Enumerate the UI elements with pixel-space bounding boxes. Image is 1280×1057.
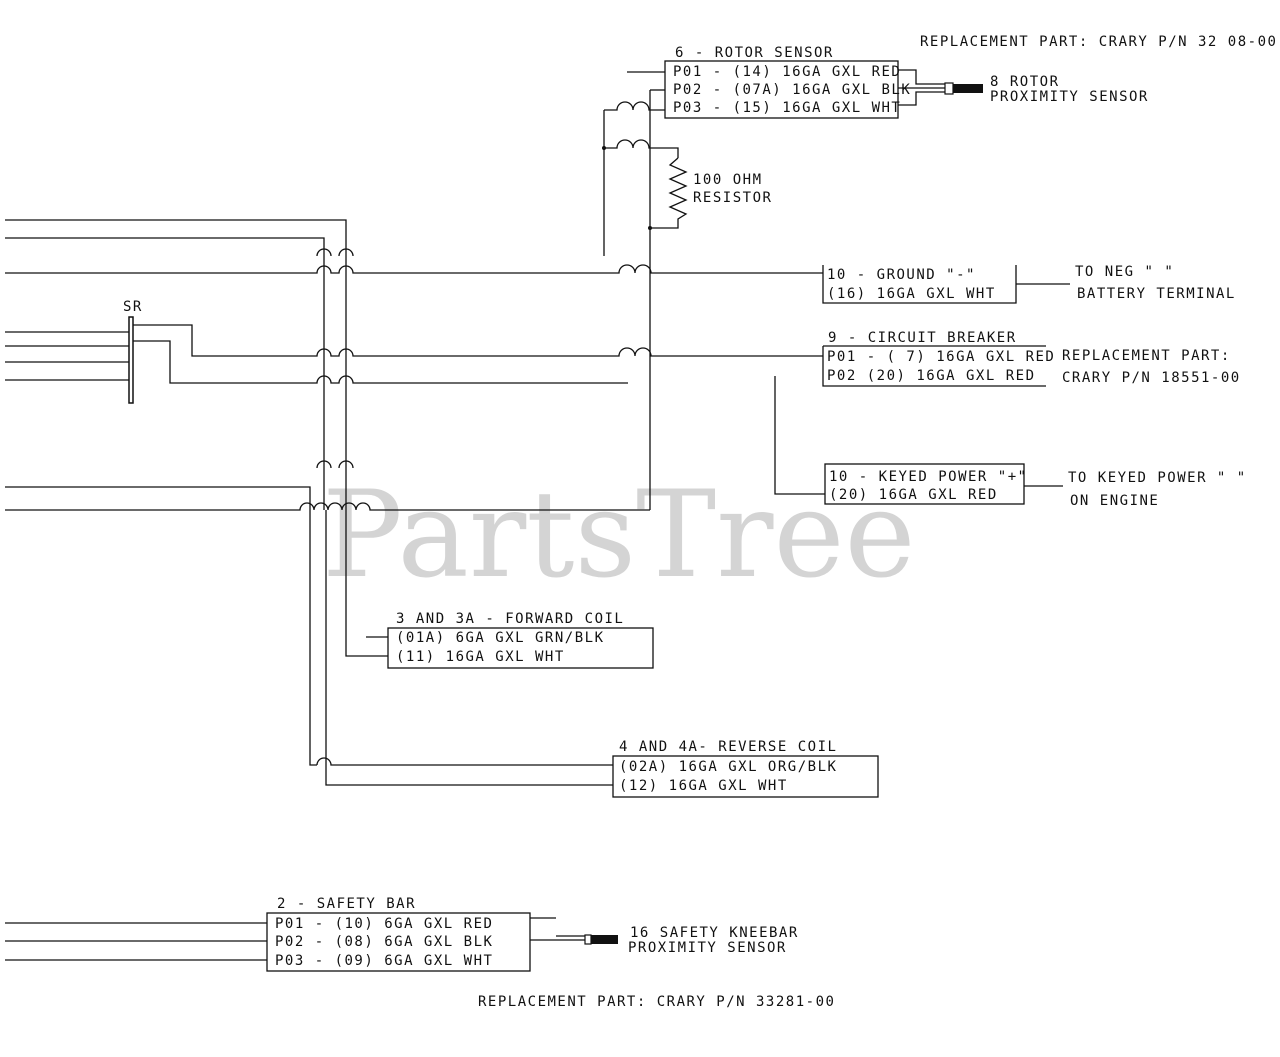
circuit-breaker-pin-1: P01 - ( 7) 16GA GXL RED: [827, 349, 1055, 365]
safety-bar-connector: [266, 912, 531, 972]
rotor-sensor-pin-3: P03 - (15) 16GA GXL WHT: [673, 100, 901, 116]
ground-block: 10 - GROUND "-" (16) 16GA GXL WHT TO NEG…: [822, 264, 1236, 304]
safety-bar-block: 2 - SAFETY BAR P01 - (10) 6GA GXL RED P0…: [5, 896, 835, 1010]
reverse-coil-pin-1: (02A) 16GA GXL ORG/BLK: [619, 759, 837, 775]
forward-coil-connector: [387, 627, 654, 669]
rotor-proximity-sensor-icon: [953, 84, 983, 93]
circuit-breaker-replacement-1: REPLACEMENT PART:: [1062, 348, 1231, 364]
keyed-power-dest-1: TO KEYED POWER " ": [1068, 470, 1247, 486]
rotor-sensor-title: 6 - ROTOR SENSOR: [675, 45, 834, 61]
circuit-breaker-pin-2: P02 (20) 16GA GXL RED: [827, 368, 1036, 384]
rotor-sensor-replacement: REPLACEMENT PART: CRARY P/N 32 08-00: [920, 34, 1277, 50]
ground-dest-line-2: BATTERY TERMINAL: [1077, 286, 1236, 302]
keyed-power-line-1: 10 - KEYED POWER "+": [829, 469, 1028, 485]
keyed-power-connector: [824, 463, 1025, 505]
rotor-sensor-block: 6 - ROTOR SENSOR P01 - (14) 16GA GXL RED…: [627, 34, 1277, 119]
forward-coil-pin-2: (11) 16GA GXL WHT: [396, 649, 565, 665]
ground-line-1: 10 - GROUND "-": [827, 267, 976, 283]
circuit-breaker-title: 9 - CIRCUIT BREAKER: [828, 330, 1017, 346]
rotor-sensor-pin-1: P01 - (14) 16GA GXL RED: [673, 64, 901, 80]
reverse-coil-block: 4 AND 4A- REVERSE COIL (02A) 16GA GXL OR…: [612, 739, 879, 798]
circuit-breaker-block: 9 - CIRCUIT BREAKER P01 - ( 7) 16GA GXL …: [822, 330, 1241, 387]
reverse-coil-connector: [612, 755, 879, 798]
resistor-label-line-1: 100 OHM: [693, 172, 763, 188]
safety-bar-title: 2 - SAFETY BAR: [277, 896, 416, 912]
watermark: PartsTree: [322, 466, 916, 605]
keyed-power-dest-2: ON ENGINE: [1070, 493, 1159, 509]
forward-coil-block: 3 AND 3A - FORWARD COIL (01A) 6GA GXL GR…: [387, 611, 654, 669]
ground-line-2: (16) 16GA GXL WHT: [827, 286, 996, 302]
resistor-block: 100 OHM RESISTOR: [602, 89, 772, 510]
reverse-coil-title: 4 AND 4A- REVERSE COIL: [619, 739, 837, 755]
safety-bar-pin-2: P02 - (08) 6GA GXL BLK: [275, 934, 493, 950]
forward-coil-title: 3 AND 3A - FORWARD COIL: [396, 611, 624, 627]
circuit-breaker-replacement-2: CRARY P/N 18551-00: [1062, 370, 1241, 386]
forward-coil-pin-1: (01A) 6GA GXL GRN/BLK: [396, 630, 605, 646]
resistor-label-line-2: RESISTOR: [693, 190, 772, 206]
sr-connector: [128, 316, 134, 404]
safety-bar-replacement: REPLACEMENT PART: CRARY P/N 33281-00: [478, 994, 835, 1010]
rotor-sensor-pin-2: P02 - (07A) 16GA GXL BLK: [673, 82, 911, 98]
rotor-sensor-device-line-1: 8 ROTOR: [990, 74, 1060, 90]
safety-bar-device-line-2: PROXIMITY SENSOR: [628, 940, 787, 956]
sr-label: SR: [123, 299, 143, 315]
kneebar-proximity-sensor-icon: [591, 935, 618, 944]
ground-dest-line-1: TO NEG " ": [1075, 264, 1174, 280]
safety-bar-pin-1: P01 - (10) 6GA GXL RED: [275, 916, 493, 932]
harness-wires: SR: [5, 219, 825, 786]
resistor-zigzag-icon: [650, 157, 688, 229]
rotor-sensor-device-line-2: PROXIMITY SENSOR: [990, 89, 1149, 105]
reverse-coil-pin-2: (12) 16GA GXL WHT: [619, 778, 788, 794]
safety-bar-device-line-1: 16 SAFETY KNEEBAR: [630, 925, 799, 941]
safety-bar-pin-3: P03 - (09) 6GA GXL WHT: [275, 953, 493, 969]
keyed-power-block: 10 - KEYED POWER "+" (20) 16GA GXL RED T…: [824, 463, 1247, 509]
keyed-power-line-2: (20) 16GA GXL RED: [829, 487, 998, 503]
